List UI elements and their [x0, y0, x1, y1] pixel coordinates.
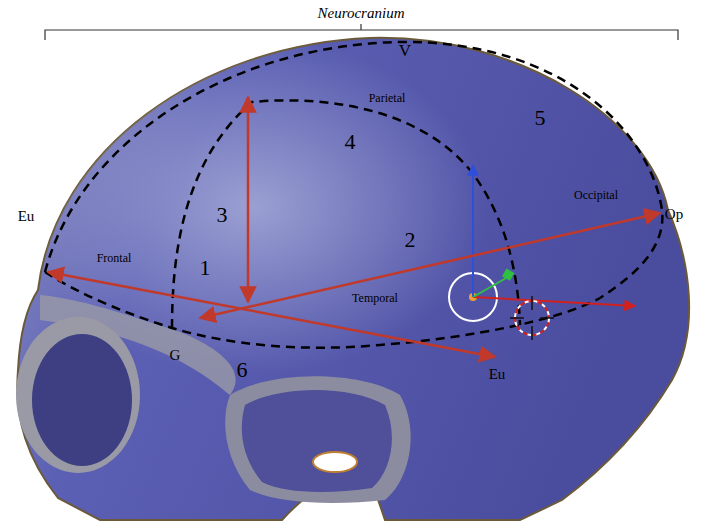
landmark-label: Eu	[18, 209, 35, 224]
landmark-label: G	[170, 348, 181, 363]
gizmo-axis	[473, 297, 635, 306]
title-label: Neurocranium	[318, 6, 405, 21]
region-label: Parietal	[369, 92, 406, 104]
brow-ridge	[40, 295, 236, 395]
zygomatic-rim	[225, 376, 410, 503]
measure-arrow	[200, 213, 660, 318]
landmark-label: V	[399, 42, 411, 59]
orbit-rim	[16, 317, 140, 473]
region-label: Frontal	[97, 252, 132, 264]
measure-arrow	[48, 272, 495, 357]
callout-number: 5	[535, 107, 546, 129]
dashed-outline	[45, 42, 662, 298]
region-label: Occipital	[574, 189, 618, 201]
orbit	[32, 334, 132, 466]
dashed-outline	[172, 100, 520, 328]
callout-number: 6	[237, 359, 248, 381]
cursor	[510, 296, 554, 340]
region-label: Temporal	[352, 292, 398, 304]
callout-number: 3	[217, 204, 228, 226]
opening	[313, 452, 357, 472]
gizmo-handle	[502, 269, 514, 281]
measure-arrow	[247, 97, 250, 302]
gizmo-axis	[472, 165, 474, 297]
callout-number: 4	[345, 131, 356, 153]
callout-number: 2	[405, 229, 416, 251]
gizmo-axis	[473, 277, 508, 297]
temporal-fossa	[242, 390, 392, 492]
callout-number: 1	[200, 257, 211, 279]
landmark-label: Eu	[489, 367, 506, 382]
landmark-label: Op	[665, 207, 683, 222]
